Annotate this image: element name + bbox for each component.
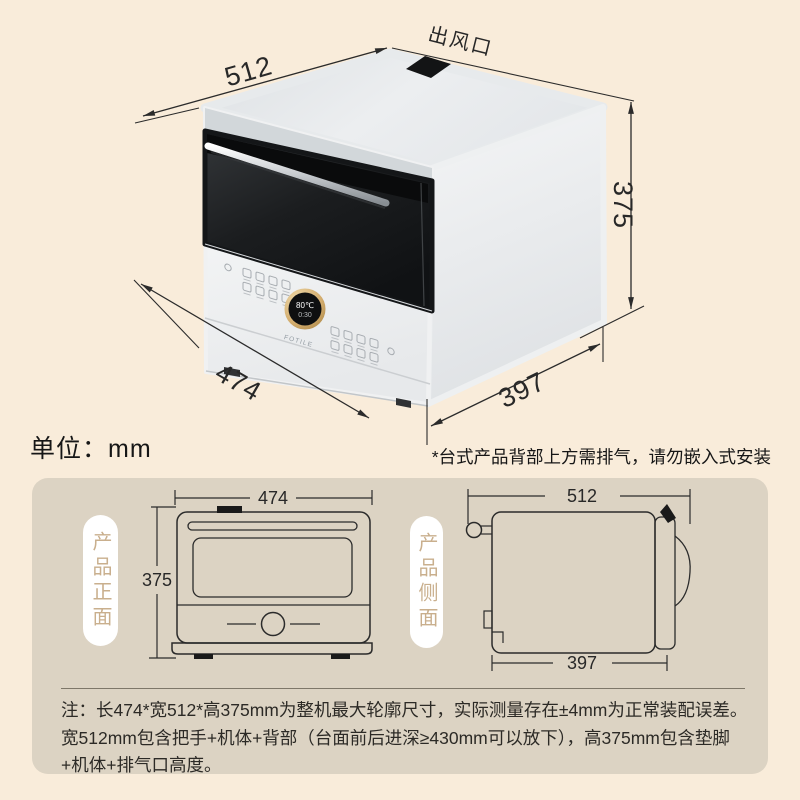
touch-icons-left — [224, 263, 291, 308]
oven-front-face — [203, 106, 434, 406]
dim-label-375: 375 — [608, 181, 638, 229]
base-seam — [204, 317, 431, 385]
air-outlet-label: 出风口 — [426, 23, 496, 61]
oven-door-gap — [420, 182, 425, 307]
oven-top-face — [200, 48, 608, 173]
front-view-badge: 产品正面 — [83, 515, 118, 646]
oven-door-glass — [202, 128, 435, 314]
oven-handle — [204, 142, 390, 207]
side-view-badge: 产品侧面 — [410, 516, 443, 648]
dim-line-512 — [142, 47, 388, 117]
dimension-footnote: 注：长474*宽512*高375mm为整机最大轮廓尺寸，实际测量存在±4mm为正… — [61, 700, 748, 776]
front-view-badge-label: 产品正面 — [89, 530, 111, 631]
side-view-badge-label: 产品侧面 — [415, 532, 437, 632]
panel-top-seam — [204, 243, 433, 312]
oven-foot-left — [224, 367, 240, 377]
oven-front-bevel — [205, 108, 432, 181]
dim-line-397 — [430, 343, 601, 427]
control-knob: 80℃ 0:30 — [284, 288, 326, 330]
knob-temp-display: 80℃ — [296, 301, 314, 310]
air-outlet-vent — [406, 56, 451, 78]
oven-3d-illustration: 80℃ 0:30 FOTILE — [200, 48, 608, 408]
knob-time-display: 0:30 — [298, 312, 312, 319]
oven-handle-shadow — [210, 151, 386, 209]
extension-lines — [133, 47, 645, 445]
oven-side-face — [425, 104, 607, 407]
section-divider — [61, 688, 745, 689]
oven-handle-slot — [207, 134, 428, 203]
dim-line-474 — [140, 283, 370, 419]
iso-dimension-lines — [133, 47, 645, 445]
vent-warning-note: *台式产品背部上方需排气，请勿嵌入式安装 — [431, 447, 771, 467]
base-bottom-edge — [205, 370, 429, 407]
dim-label-397: 397 — [494, 366, 550, 414]
dim-label-474: 474 — [210, 357, 267, 407]
unit-label: 单位：mm — [30, 435, 152, 463]
oven-foot-right — [396, 398, 411, 408]
touch-icons-right — [330, 326, 395, 366]
brand-logo: FOTILE — [283, 334, 314, 349]
dim-label-512: 512 — [221, 50, 275, 92]
